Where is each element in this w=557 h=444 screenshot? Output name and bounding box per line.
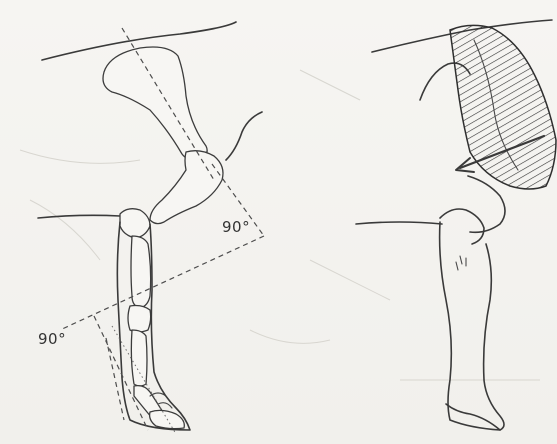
upper-angle-line-b — [60, 236, 264, 330]
cannon-bone — [131, 330, 147, 386]
lower-angle-label: 90° — [38, 330, 66, 348]
right-elbow-outline — [440, 209, 484, 244]
humerus-bone — [150, 151, 223, 224]
right-limb-figure — [356, 20, 556, 430]
right-upper-arm-outline — [468, 176, 505, 232]
carpal-bones — [128, 306, 151, 333]
left-chest-contour — [226, 112, 262, 160]
knee-detail-marks — [456, 256, 466, 270]
scapula-bone — [103, 47, 207, 160]
left-belly-contour — [38, 215, 120, 218]
right-leg-outline — [440, 222, 504, 430]
right-belly-contour — [356, 222, 442, 224]
upper-angle-label: 90° — [222, 218, 250, 236]
olecranon-bone — [120, 209, 150, 238]
radius-bone — [131, 236, 151, 308]
hatched-muscle-region — [450, 25, 556, 189]
